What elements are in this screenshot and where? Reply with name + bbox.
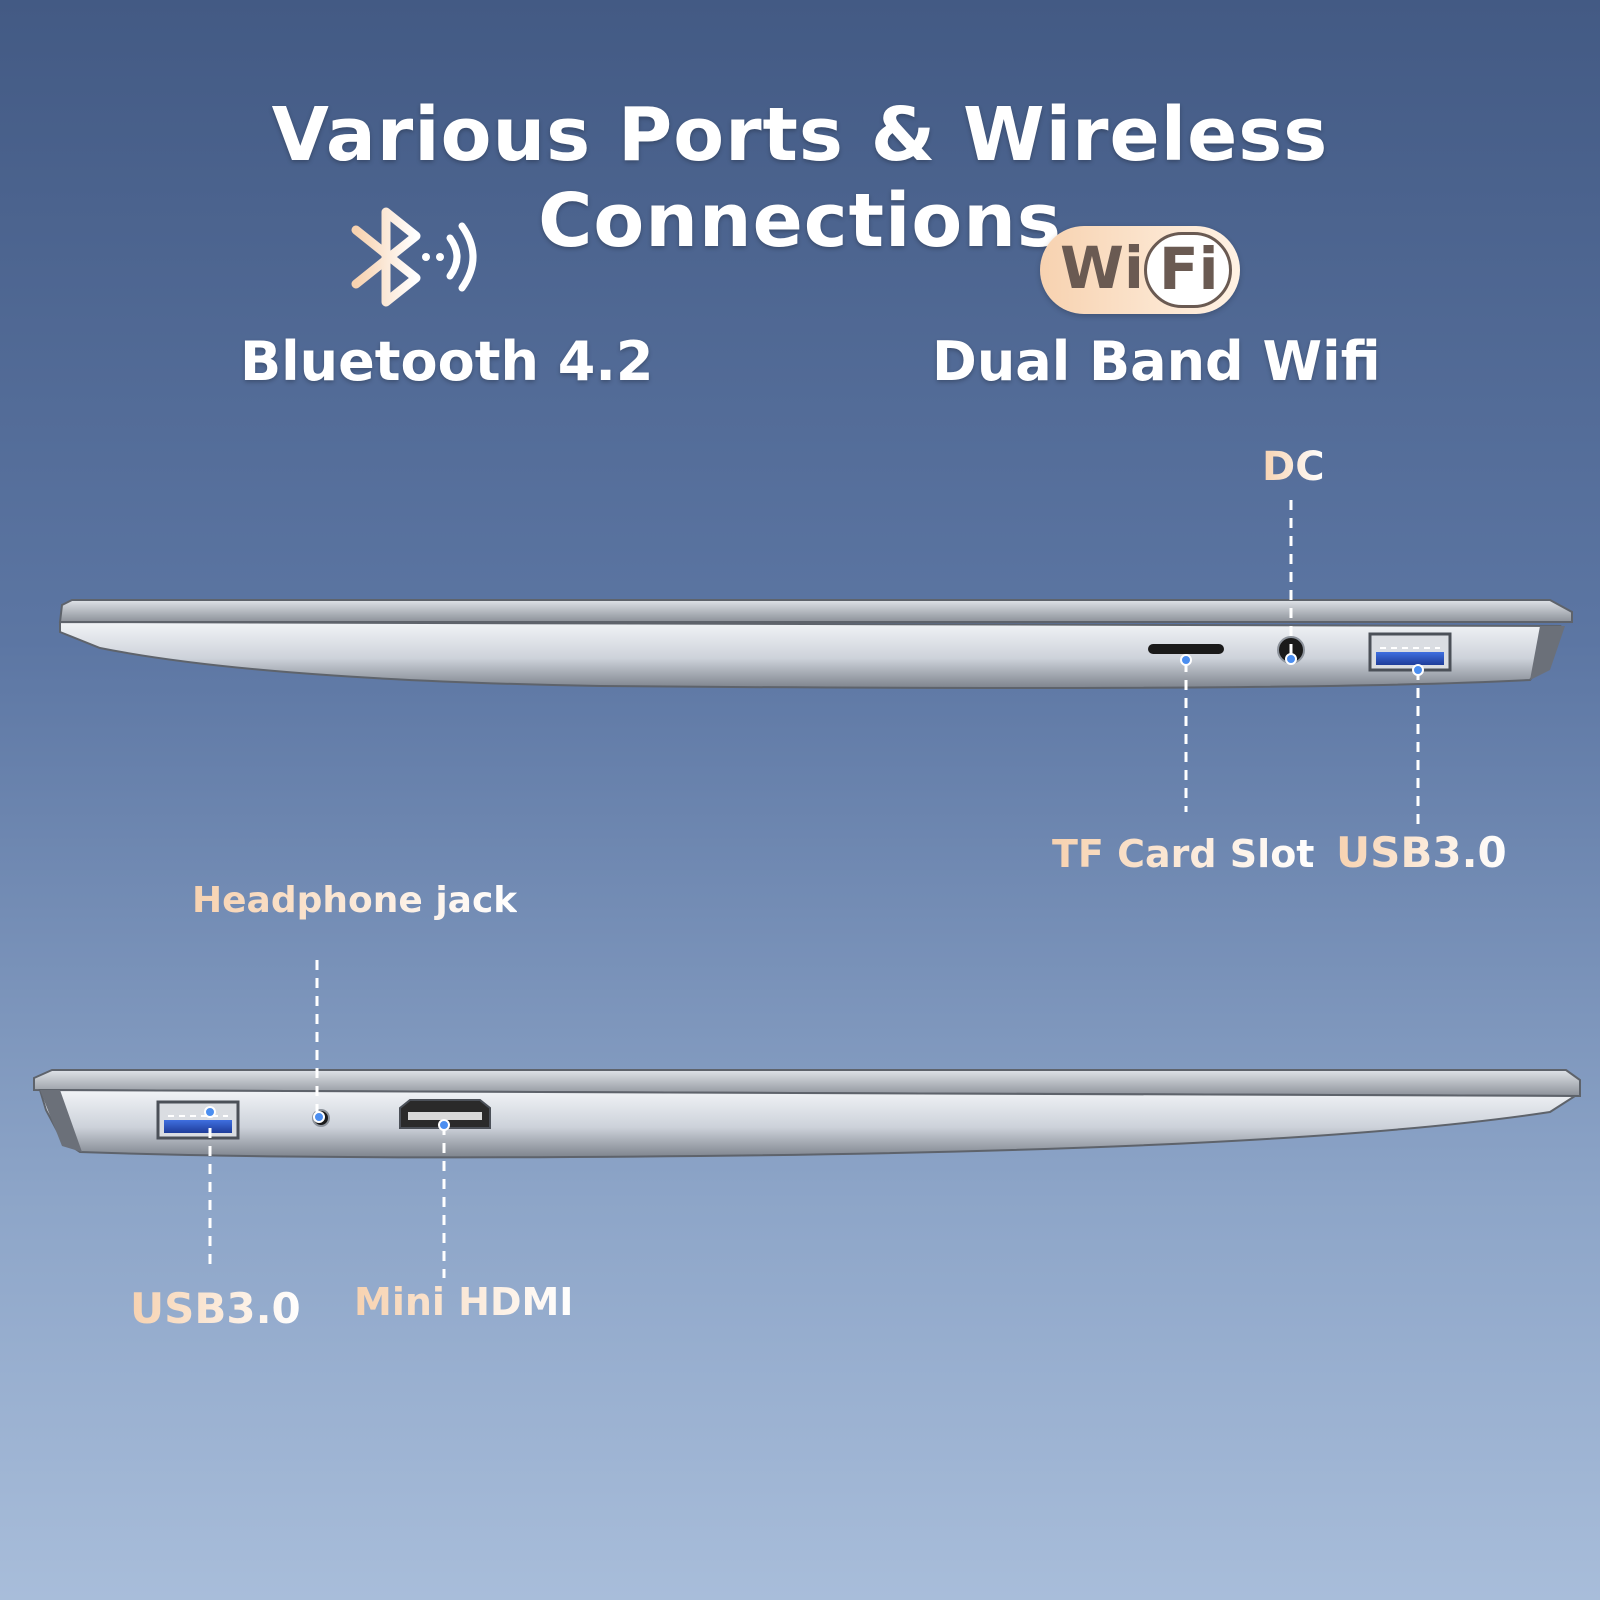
pointer-dot-headphone [313, 1111, 325, 1123]
pointer-dot-usb-right [1412, 664, 1424, 676]
tf-card-slot-label: TF Card Slot [1052, 832, 1315, 876]
usb-port-right [1368, 632, 1452, 672]
usb-port-left [156, 1100, 240, 1140]
pointer-dot-tf [1180, 654, 1192, 666]
usb-right-label: USB3.0 [1336, 828, 1507, 877]
page-title: Various Ports & Wireless Connections [271, 92, 1329, 264]
laptop-left-side [33, 1069, 1581, 1159]
usb-left-label: USB3.0 [130, 1284, 301, 1333]
headphone-jack-label: Headphone jack [192, 880, 518, 921]
pointer-dot-dc [1285, 653, 1297, 665]
wifi-label: Dual Band Wifi [932, 330, 1381, 393]
laptop-right-side [58, 599, 1573, 689]
pointer-dot-usb-left [204, 1106, 216, 1118]
dc-label: DC [1262, 444, 1325, 490]
wifi-logo-icon: Wi Fi [1040, 226, 1240, 314]
wifi-logo-right: Fi [1159, 235, 1219, 303]
pointer-dot-hdmi [438, 1119, 450, 1131]
bluetooth-icon [351, 207, 477, 307]
tf-card-slot [1148, 644, 1224, 654]
mini-hdmi-label: Mini HDMI [354, 1280, 574, 1324]
wifi-logo-left: Wi [1060, 234, 1144, 302]
bluetooth-label: Bluetooth 4.2 [240, 330, 654, 393]
wifi-logo-right-pill: Fi [1144, 232, 1232, 308]
